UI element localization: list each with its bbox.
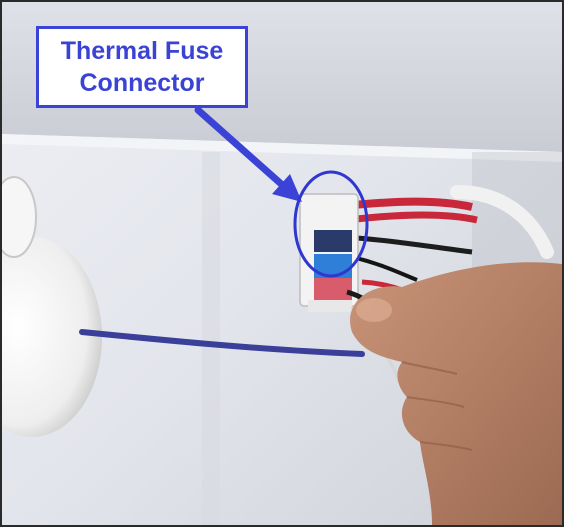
callout-box: Thermal Fuse Connector — [36, 26, 248, 108]
callout-line-2: Connector — [79, 69, 205, 97]
callout-line-1: Thermal Fuse — [60, 37, 224, 65]
hand — [350, 262, 562, 525]
blue-wire — [79, 329, 365, 357]
light-knob — [2, 237, 102, 437]
